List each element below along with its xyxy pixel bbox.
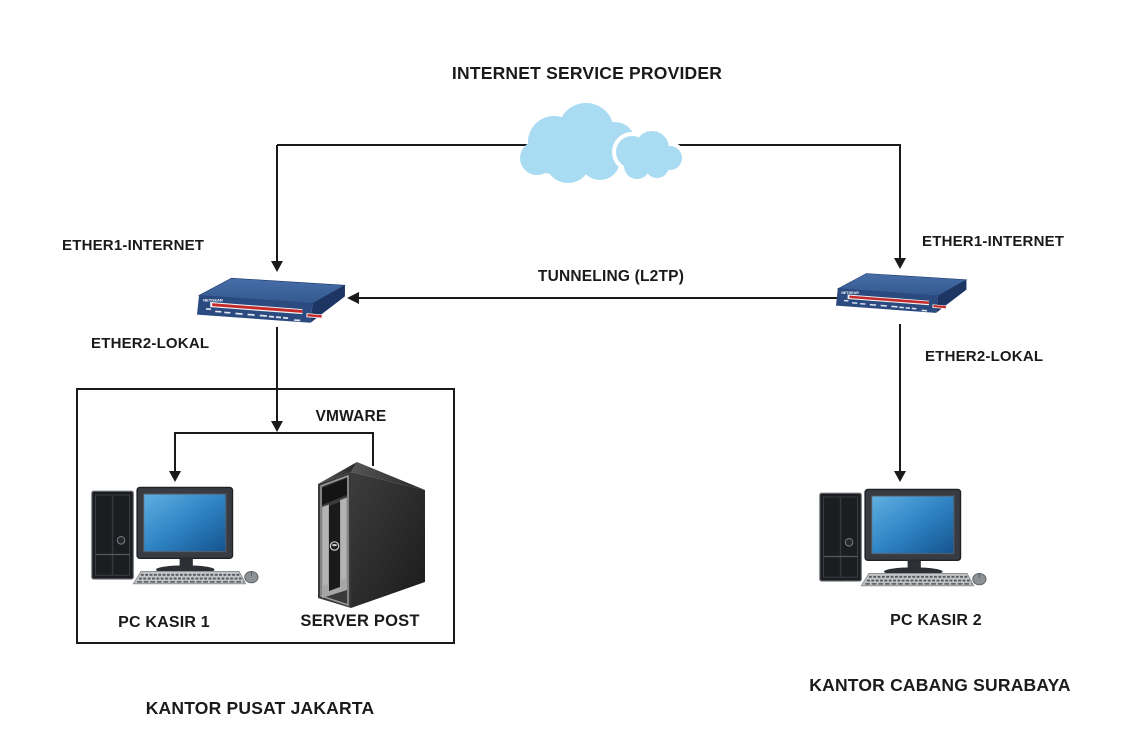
left-router-lan-label: ETHER2-LOKAL [91,335,210,352]
mouse-icon [244,571,259,584]
left-router-icon: NETGEAR [197,277,346,323]
vmware-label: VMWARE [315,408,387,425]
tower-icon [91,490,134,580]
site-boundary-box [76,388,455,644]
router-brand-text: NETGEAR [203,297,223,302]
site-left-label: KANTOR PUSAT JAKARTA [145,698,375,718]
arrowhead-down-icon [169,471,181,482]
monitor-icon [136,486,234,574]
cloud-small [616,131,682,179]
pc-kasir-1-label: PC KASIR 1 [118,614,210,631]
page-title: INTERNET SERVICE PROVIDER [451,63,723,83]
mouse-icon [972,573,987,586]
router-brand-text: NETGEAR [841,291,859,295]
server-post-label: SERVER POST [300,612,420,630]
server-tower-icon [318,462,425,608]
right-router-icon: NETGEAR [836,273,968,313]
tunnel-label: TUNNELING (L2TP) [537,268,685,285]
right-router-wan-label: ETHER1-INTERNET [922,233,1065,250]
right-lan-line [899,324,901,471]
keyboard-icon [860,573,975,587]
left-wan-line [276,145,278,262]
left-router-wan-label: ETHER1-INTERNET [62,237,205,254]
left-lan-line [276,327,278,422]
pc-kasir-2-icon [819,488,987,587]
cloud-icon [520,103,686,183]
lan-branch-line [174,432,374,434]
arrowhead-left-icon [347,292,359,304]
pc-kasir-1-icon [91,486,259,585]
arrowhead-down-icon [271,421,283,432]
arrowhead-down-icon [271,261,283,272]
arrowhead-down-icon [894,258,906,269]
branch-to-server-line [372,433,374,466]
right-router-lan-label: ETHER2-LOKAL [925,348,1044,365]
site-right-label: KANTOR CABANG SURABAYA [809,675,1071,695]
monitor-icon [864,488,962,576]
branch-to-pc1-line [174,433,176,471]
tunnel-line [358,297,846,299]
arrowhead-down-icon [894,471,906,482]
pc-kasir-2-label: PC KASIR 2 [890,612,982,629]
keyboard-icon [132,571,247,585]
right-wan-line [899,145,901,258]
tower-icon [819,492,862,582]
